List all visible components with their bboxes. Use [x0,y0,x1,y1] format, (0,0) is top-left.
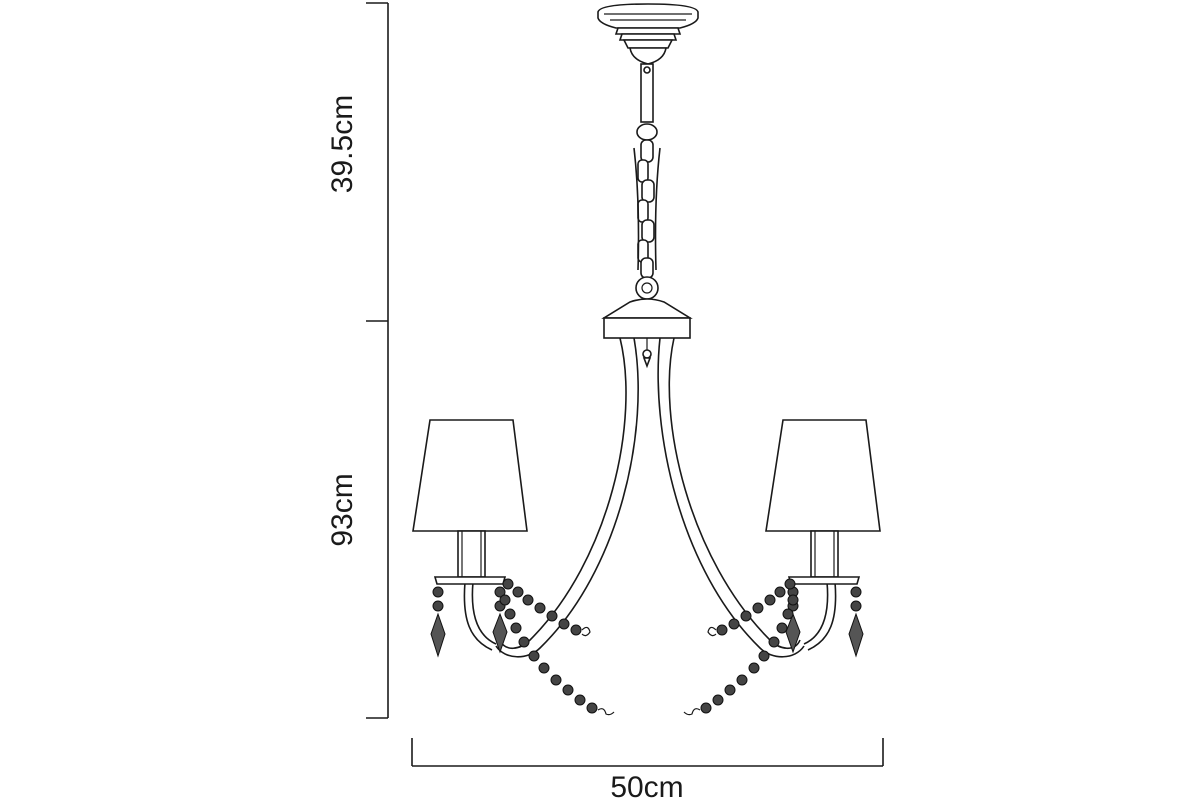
ceiling-canopy [597,3,699,65]
vertical-dimension-line [366,2,389,719]
left-inner-crystal-drop [492,586,508,654]
horizontal-dimension-line [411,738,884,767]
right-lower-garland [683,594,799,716]
arms [463,337,837,658]
right-lampshade [765,419,881,532]
chain [633,123,661,300]
top-height-label: 39.5cm [326,95,359,193]
left-lampshade [412,419,528,532]
right-bobeche [787,576,861,585]
left-bobeche [433,576,507,585]
stem-rod [640,63,654,123]
bead-garlands [499,578,799,716]
right-lamp [765,419,881,585]
left-lamp [412,419,528,585]
right-outer-crystal-drop [848,586,864,658]
width-label: 50cm [610,771,683,800]
body-height-label: 93cm [326,473,359,546]
crystal-drops [430,586,864,658]
left-lower-garland [499,594,615,716]
body-hub [601,298,693,369]
right-upper-garland [707,578,796,637]
left-upper-garland [502,578,591,637]
left-outer-crystal-drop [430,586,446,658]
